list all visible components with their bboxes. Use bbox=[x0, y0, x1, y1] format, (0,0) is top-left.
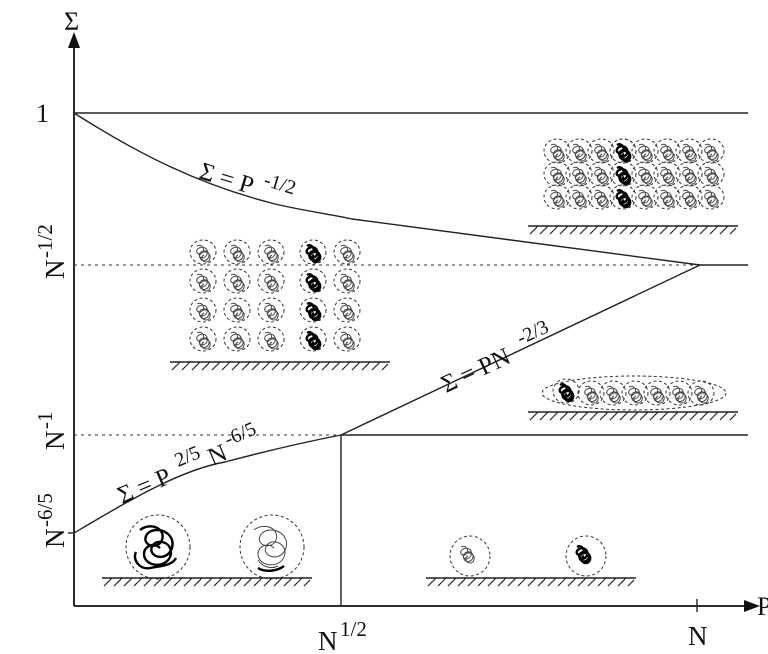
upper-boundary-lhs: Σ = P bbox=[196, 158, 257, 200]
dense-brush-grafting-surface bbox=[528, 225, 738, 235]
x-axis-symbol: P bbox=[757, 592, 768, 621]
lower-boundary-exp2: -6/5 bbox=[221, 418, 259, 451]
upper-boundary-curve bbox=[73, 112, 701, 266]
upper-boundary-label: Σ = P -1/2 bbox=[196, 158, 298, 200]
y-axis-symbol: Σ bbox=[64, 7, 79, 36]
lower-boundary-exp1: 2/5 bbox=[171, 442, 203, 472]
x-axis-arrow bbox=[744, 600, 760, 612]
lower-boundary-label: Σ = P 2/5 N -6/5 bbox=[114, 418, 260, 510]
lower-boundary-curve bbox=[73, 434, 342, 534]
small-coil-thin bbox=[449, 535, 491, 577]
lower-boundary-lhs: Σ = P bbox=[114, 463, 175, 509]
y-tick-n-six-fifths: N -6/5 bbox=[33, 493, 70, 548]
y-tick-n-six-fifths-exp: -6/5 bbox=[33, 493, 57, 527]
collapsed-blob-layer-illustration bbox=[528, 375, 738, 421]
collapsed-blob-grafting-surface bbox=[528, 411, 738, 421]
y-tick-one: 1 bbox=[36, 99, 49, 128]
semidilute-brush-grafting-surface bbox=[170, 361, 390, 371]
y-tick-n-one-exp: -1 bbox=[33, 412, 57, 430]
isolated-coils-left-grafting-surface bbox=[102, 577, 312, 587]
middle-boundary-curve bbox=[340, 264, 701, 436]
y-tick-n-half-base: N bbox=[40, 260, 70, 280]
semidilute-brush-grid bbox=[190, 240, 360, 351]
dense-brush-illustration bbox=[528, 139, 738, 235]
isolated-coils-right-grafting-surface bbox=[426, 577, 636, 587]
large-coil-bold bbox=[125, 514, 191, 580]
middle-boundary-lhs: Σ = PN bbox=[437, 343, 515, 398]
middle-boundary-label: Σ = PN -2/3 bbox=[437, 316, 552, 399]
y-axis-arrow bbox=[68, 32, 80, 48]
isolated-coils-left-illustration bbox=[102, 514, 312, 587]
isolated-coils-right-illustration bbox=[426, 535, 636, 587]
y-tick-n-one: N -1 bbox=[33, 412, 70, 451]
x-tick-n-half: N 1/2 bbox=[318, 617, 367, 654]
x-tick-n-half-base: N bbox=[318, 626, 338, 654]
y-tick-n-half-exp: -1/2 bbox=[33, 224, 57, 258]
y-tick-n-one-base: N bbox=[40, 431, 70, 451]
large-coil-thin bbox=[239, 514, 305, 580]
small-coil-bold bbox=[565, 535, 607, 577]
y-tick-n-six-fifths-base: N bbox=[40, 529, 70, 549]
semidilute-brush-illustration bbox=[170, 240, 390, 371]
dense-brush-grid bbox=[544, 139, 724, 209]
y-tick-n-half: N -1/2 bbox=[33, 224, 70, 279]
x-tick-n: N bbox=[688, 621, 708, 651]
x-tick-n-half-exp: 1/2 bbox=[340, 617, 367, 641]
middle-boundary-exp: -2/3 bbox=[513, 316, 551, 350]
collapsed-blob-row bbox=[541, 375, 727, 411]
upper-boundary-exp: -1/2 bbox=[261, 169, 298, 199]
